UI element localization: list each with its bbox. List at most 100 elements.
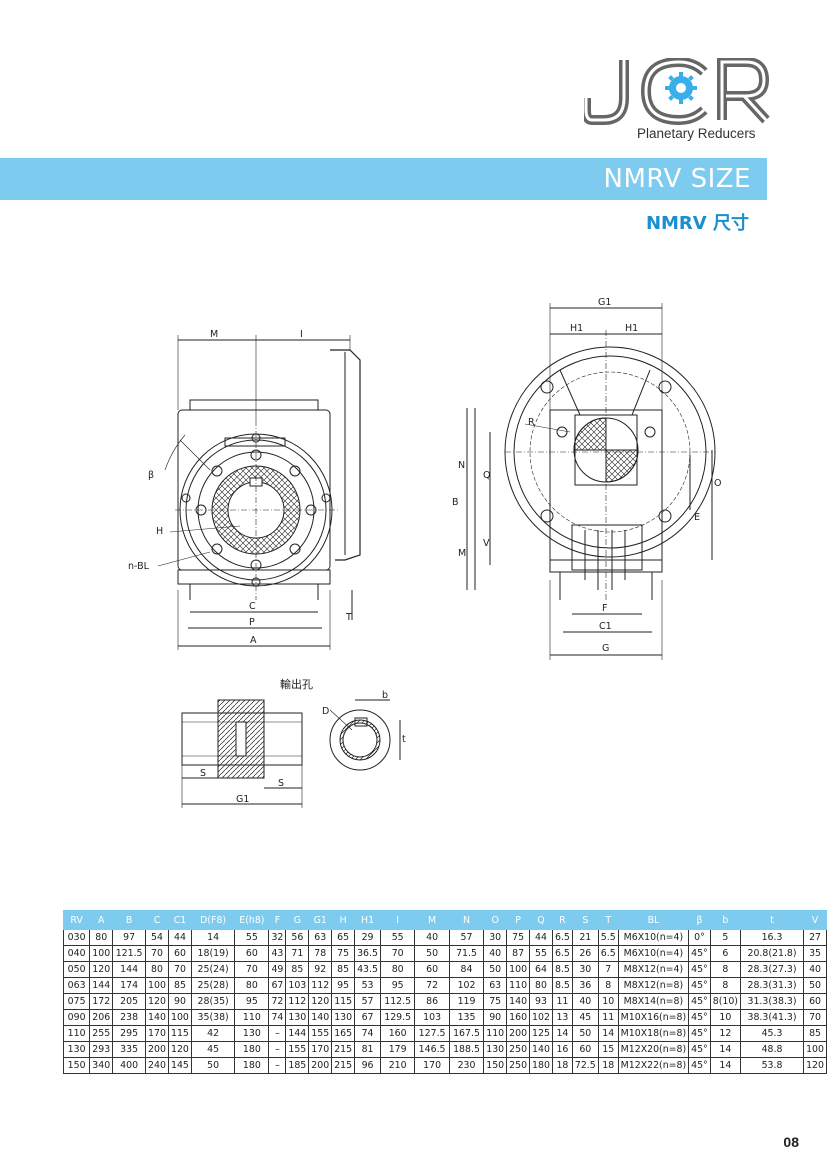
table-cell: 85 xyxy=(285,961,310,978)
table-cell: 185 xyxy=(285,1057,310,1074)
table-cell: 112 xyxy=(285,993,310,1010)
dim-label-h1-left: H1 xyxy=(570,323,583,334)
table-cell: 121.5 xyxy=(112,945,146,962)
dim-label-f: F xyxy=(602,603,607,614)
table-cell: 71 xyxy=(285,945,310,962)
table-cell: 53 xyxy=(354,977,381,994)
table-cell: – xyxy=(268,1057,287,1074)
table-cell: 170 xyxy=(414,1057,450,1074)
table-cell: 102 xyxy=(448,977,485,994)
table-cell: 45° xyxy=(688,945,711,962)
table-cell: 125 xyxy=(529,1025,553,1042)
table-cell: 075 xyxy=(62,993,91,1010)
table-cell: 180 xyxy=(529,1057,553,1074)
table-cell: 49 xyxy=(268,961,287,978)
table-cell: 240 xyxy=(145,1057,169,1074)
table-cell: 120 xyxy=(803,1057,827,1074)
col-header: N xyxy=(448,910,485,930)
table-cell: 60 xyxy=(803,993,827,1010)
table-cell: 5.5 xyxy=(597,929,619,946)
technical-drawing: M I β H n-BL C P A T G1 H1 H1 R B N Q M … xyxy=(128,297,721,808)
table-cell: 10 xyxy=(597,993,619,1010)
table-cell: 180 xyxy=(234,1041,270,1058)
table-cell: 215 xyxy=(331,1057,356,1074)
table-cell: M12X20(n=8) xyxy=(617,1041,690,1058)
page-number: 08 xyxy=(783,1134,799,1150)
table-cell: 146.5 xyxy=(414,1041,450,1058)
table-cell: 210 xyxy=(379,1057,416,1074)
col-header: H xyxy=(331,910,356,930)
table-cell: 45° xyxy=(688,1009,711,1026)
table-cell: – xyxy=(268,1025,287,1042)
table-cell: 43.5 xyxy=(354,961,381,978)
table-cell: 72 xyxy=(414,977,450,994)
table-cell: 53.8 xyxy=(739,1057,805,1074)
table-cell: 340 xyxy=(89,1057,114,1074)
table-cell: 80 xyxy=(529,977,553,994)
col-header: S xyxy=(571,910,599,930)
jcr-logo xyxy=(581,56,784,148)
table-cell: 11 xyxy=(597,1009,619,1026)
col-header: t xyxy=(739,910,805,930)
table-cell: 100 xyxy=(803,1041,827,1058)
table-cell: 12 xyxy=(709,1025,741,1042)
table-cell: 335 xyxy=(112,1041,146,1058)
table-cell: 250 xyxy=(506,1057,531,1074)
table-cell: 85 xyxy=(331,961,356,978)
dim-label-c1: C1 xyxy=(599,621,612,632)
table-cell: 55 xyxy=(529,945,553,962)
table-cell: 60 xyxy=(167,945,192,962)
table-cell: 21 xyxy=(571,929,599,946)
table-cell: 144 xyxy=(89,977,114,994)
table-cell: 140 xyxy=(529,1041,553,1058)
jcr-logo-graphic xyxy=(581,56,770,126)
dim-label-s-right: S xyxy=(278,778,284,789)
table-cell: 6.5 xyxy=(551,929,573,946)
table-cell: 60 xyxy=(414,961,450,978)
table-cell: 16 xyxy=(551,1041,573,1058)
table-cell: 32 xyxy=(268,929,287,946)
table-cell: 170 xyxy=(145,1025,169,1042)
table-cell: 35(38) xyxy=(190,1009,236,1026)
table-cell: 120 xyxy=(89,961,114,978)
table-cell: 48.8 xyxy=(739,1041,805,1058)
table-cell: 50 xyxy=(483,961,508,978)
table-cell: 238 xyxy=(112,1009,146,1026)
col-header: G xyxy=(285,910,310,930)
table-cell: 050 xyxy=(62,961,91,978)
table-cell: 80 xyxy=(379,961,416,978)
table-cell: 5 xyxy=(709,929,741,946)
table-cell: 11 xyxy=(551,993,573,1010)
table-cell: M10X18(n=8) xyxy=(617,1025,690,1042)
col-header: E(h8) xyxy=(234,910,270,930)
table-cell: 112.5 xyxy=(379,993,416,1010)
table-cell: 25(24) xyxy=(190,961,236,978)
dim-label-h1-right: H1 xyxy=(625,323,638,334)
table-cell: 6.5 xyxy=(597,945,619,962)
table-cell: 90 xyxy=(167,993,192,1010)
table-cell: 144 xyxy=(285,1025,310,1042)
dim-label-g1: G1 xyxy=(598,297,611,308)
table-cell: 100 xyxy=(145,977,169,994)
table-cell: 72.5 xyxy=(571,1057,599,1074)
table-cell: 119 xyxy=(448,993,485,1010)
table-cell: 160 xyxy=(379,1025,416,1042)
table-cell: 110 xyxy=(234,1009,270,1026)
table-cell: 42 xyxy=(190,1025,236,1042)
table-cell: 8 xyxy=(709,977,741,994)
table-cell: 188.5 xyxy=(448,1041,485,1058)
table-cell: 96 xyxy=(354,1057,381,1074)
table-cell: 8(10) xyxy=(709,993,741,1010)
table-cell: 80 xyxy=(89,929,114,946)
table-cell: 130 xyxy=(234,1025,270,1042)
table-cell: M8X12(n=4) xyxy=(617,961,690,978)
col-header: B xyxy=(112,910,146,930)
table-cell: 110 xyxy=(483,1025,508,1042)
table-cell: 74 xyxy=(354,1025,381,1042)
dim-label-v: V xyxy=(483,538,490,549)
col-header: T xyxy=(597,910,619,930)
